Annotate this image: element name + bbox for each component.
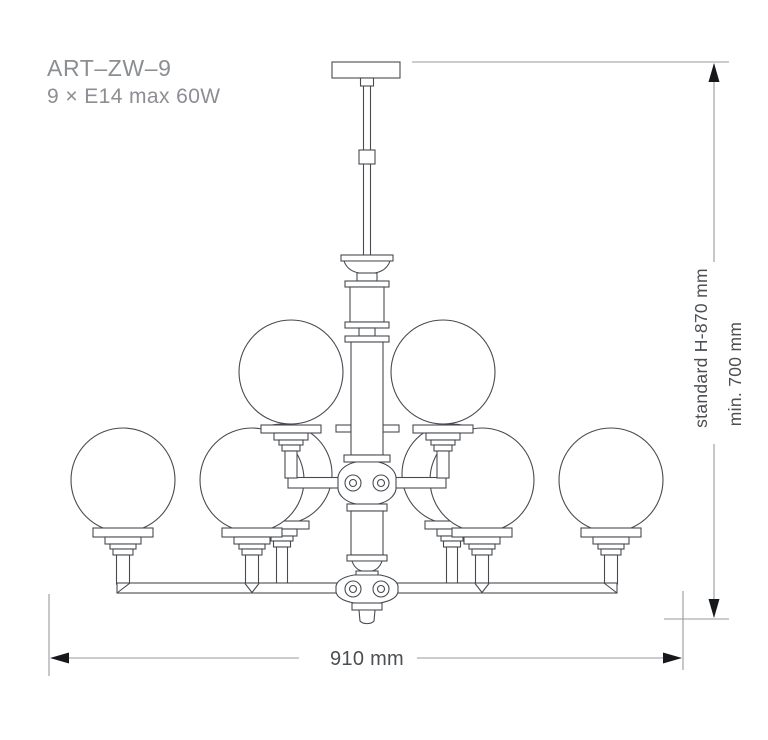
column-cylinder — [349, 286, 385, 323]
product-spec-lamps: 9 × E14 max 60W — [47, 85, 221, 108]
width-dimension: 910 mm — [48, 591, 684, 676]
hub-ring-hole — [376, 478, 386, 488]
width-label: 910 mm — [330, 648, 404, 670]
finial-collar — [351, 602, 383, 611]
holder-stem — [244, 554, 260, 585]
holder-neck — [433, 444, 453, 452]
column-cylinder — [350, 510, 384, 556]
globe — [70, 427, 176, 533]
product-model: ART–ZW–9 — [47, 55, 172, 81]
hub-ring-hole — [348, 584, 358, 594]
holder-neck — [272, 540, 292, 548]
column-flange — [346, 554, 388, 562]
lamp-holder — [580, 527, 642, 585]
holder-neck — [471, 548, 493, 556]
arm-bevel — [474, 583, 483, 593]
holder-stem — [275, 546, 289, 585]
holder-neck — [109, 543, 137, 550]
lamp-holder — [92, 527, 154, 585]
hub-ring-hole — [376, 584, 386, 594]
holder-neck — [281, 444, 301, 452]
arm-bevel — [244, 583, 253, 593]
rear-holder-plate-tab — [382, 424, 400, 433]
column-flange — [344, 335, 390, 343]
lamp-holder — [412, 424, 474, 479]
column-flange — [343, 454, 391, 463]
height-standard-label: standard H-870 mm — [691, 268, 711, 428]
holder-neck — [597, 543, 625, 550]
holder-stem — [445, 546, 459, 585]
lamp-holder — [260, 424, 322, 479]
column-taper — [351, 560, 383, 572]
top-disc — [340, 254, 394, 262]
holder-neck — [278, 439, 304, 446]
holder-neck — [104, 536, 142, 545]
globe — [390, 319, 496, 425]
arrow-right-icon — [663, 652, 682, 664]
holder-neck — [442, 540, 462, 548]
holder-stem — [474, 554, 490, 585]
height-min-label: min. 700 mm — [725, 322, 745, 426]
holder-neck — [273, 432, 309, 441]
holder-neck — [241, 548, 263, 556]
holder-plate — [260, 424, 322, 434]
holder-stem — [603, 554, 619, 585]
column-neck — [356, 272, 378, 282]
holder-neck — [238, 543, 266, 550]
column-connector — [358, 327, 376, 337]
canopy-connector — [359, 77, 375, 87]
holder-neck — [430, 439, 456, 446]
bottom-finial — [358, 609, 376, 625]
arm-bevel — [603, 582, 618, 594]
column-flange — [346, 503, 388, 512]
lamp-holder — [451, 527, 513, 585]
holder-plate — [580, 527, 642, 538]
holder-neck — [112, 548, 134, 556]
rod-joint — [358, 149, 376, 165]
central-column — [331, 61, 401, 625]
product-info: ART–ZW–9 9 × E14 max 60W — [47, 54, 221, 111]
column-flange — [344, 280, 390, 288]
hub-ring-hole — [348, 478, 358, 488]
arm-bevel — [116, 582, 131, 594]
holder-neck — [600, 548, 622, 556]
holder-plate — [451, 527, 513, 538]
arrow-up-icon — [708, 63, 720, 82]
holder-neck — [233, 536, 271, 545]
ceiling-canopy — [331, 61, 401, 79]
globe — [238, 319, 344, 425]
lower-tier-holders — [92, 527, 642, 585]
rear-holder-plate-tab — [335, 424, 352, 433]
holder-neck — [468, 543, 496, 550]
holder-neck — [592, 536, 630, 545]
holder-stem — [436, 450, 450, 479]
lower-tier-globes — [70, 427, 664, 533]
holder-neck — [425, 432, 461, 441]
arm-bevel — [481, 583, 490, 593]
holder-plate — [92, 527, 154, 538]
holder-plate — [221, 527, 283, 538]
column-body — [350, 341, 384, 456]
arrow-left-icon — [50, 652, 69, 664]
height-dimension: standard H-870 mm min. 700 mm — [412, 61, 745, 620]
holder-neck — [463, 536, 501, 545]
arm-bevel — [251, 583, 260, 593]
column-flange — [344, 321, 390, 329]
upper-tier — [238, 319, 496, 489]
lamp-holder — [221, 527, 283, 585]
holder-stem — [115, 554, 131, 585]
globe — [558, 427, 664, 533]
top-bell — [343, 260, 391, 274]
holder-plate — [412, 424, 474, 434]
holder-stem — [284, 450, 298, 479]
arrow-down-icon — [708, 599, 720, 618]
